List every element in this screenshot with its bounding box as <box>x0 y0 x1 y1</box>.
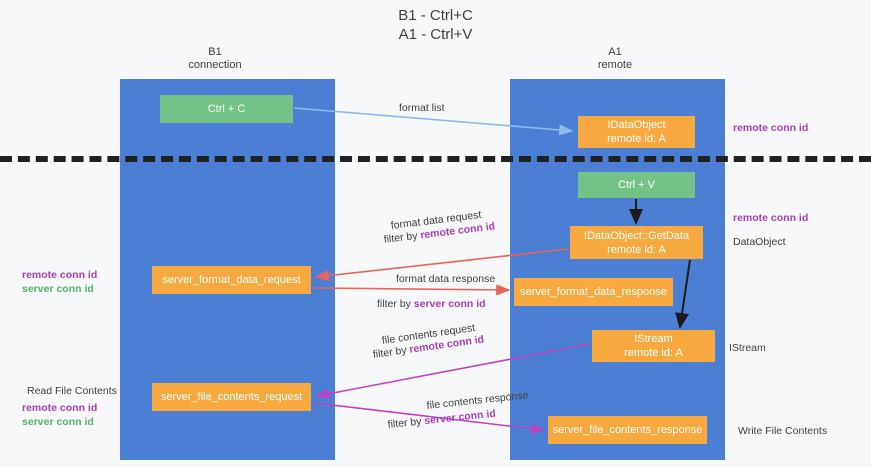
node-ctrl-c[interactable]: Ctrl + C <box>160 95 293 123</box>
node-server-format-data-request[interactable]: server_format_data_request <box>152 266 311 294</box>
filter-prefix: filter by <box>387 415 425 431</box>
annotation-remote-conn-id-mid: remote conn id <box>733 212 809 224</box>
node-idataobject-getdata[interactable]: IDataObject::GetData remote id: A <box>570 226 703 259</box>
node-server-file-contents-response[interactable]: server_file_contents_response <box>548 416 707 444</box>
annotation-left-conn-ids-bottom: remote conn id server conn id <box>22 401 97 429</box>
page-title: B1 - Ctrl+C A1 - Ctrl+V <box>398 7 473 43</box>
node-ctrl-v[interactable]: Ctrl + V <box>578 172 695 198</box>
annotation-write-file-contents: Write File Contents <box>738 425 828 437</box>
node-server-file-contents-request[interactable]: server_file_contents_request <box>152 383 311 411</box>
filter-conn-id: server conn id <box>413 298 486 310</box>
annotation-read-file-contents: Read File Contents <box>27 385 117 397</box>
annotation-istream: IStream <box>729 342 766 354</box>
filter-prefix: filter by <box>377 298 414 310</box>
annotation-remote-conn-id-top: remote conn id <box>733 122 809 134</box>
annotation-remote-conn-id: remote conn id <box>22 402 98 414</box>
node-idataobject[interactable]: IDataObject remote id: A <box>578 116 695 148</box>
annotation-left-conn-ids-top: remote conn id server conn id <box>22 268 97 296</box>
annotation-server-conn-id: server conn id <box>22 416 94 428</box>
column-header-b1: B1 connection <box>188 46 242 71</box>
phase-divider <box>0 156 871 162</box>
annotation-server-conn-id: server conn id <box>22 283 94 295</box>
edge-label-format-data-response-filter: filter by server conn id <box>377 297 486 311</box>
edge-label-format-data-response: format data response <box>396 273 496 285</box>
node-istream[interactable]: IStream remote id: A <box>592 330 715 362</box>
annotation-dataobject: DataObject <box>733 236 786 248</box>
node-server-format-data-response[interactable]: server_format_data_response <box>514 278 673 306</box>
edge-label-format-list: format list <box>399 102 445 114</box>
annotation-remote-conn-id: remote conn id <box>22 269 98 281</box>
column-header-a1: A1 remote <box>597 46 633 71</box>
